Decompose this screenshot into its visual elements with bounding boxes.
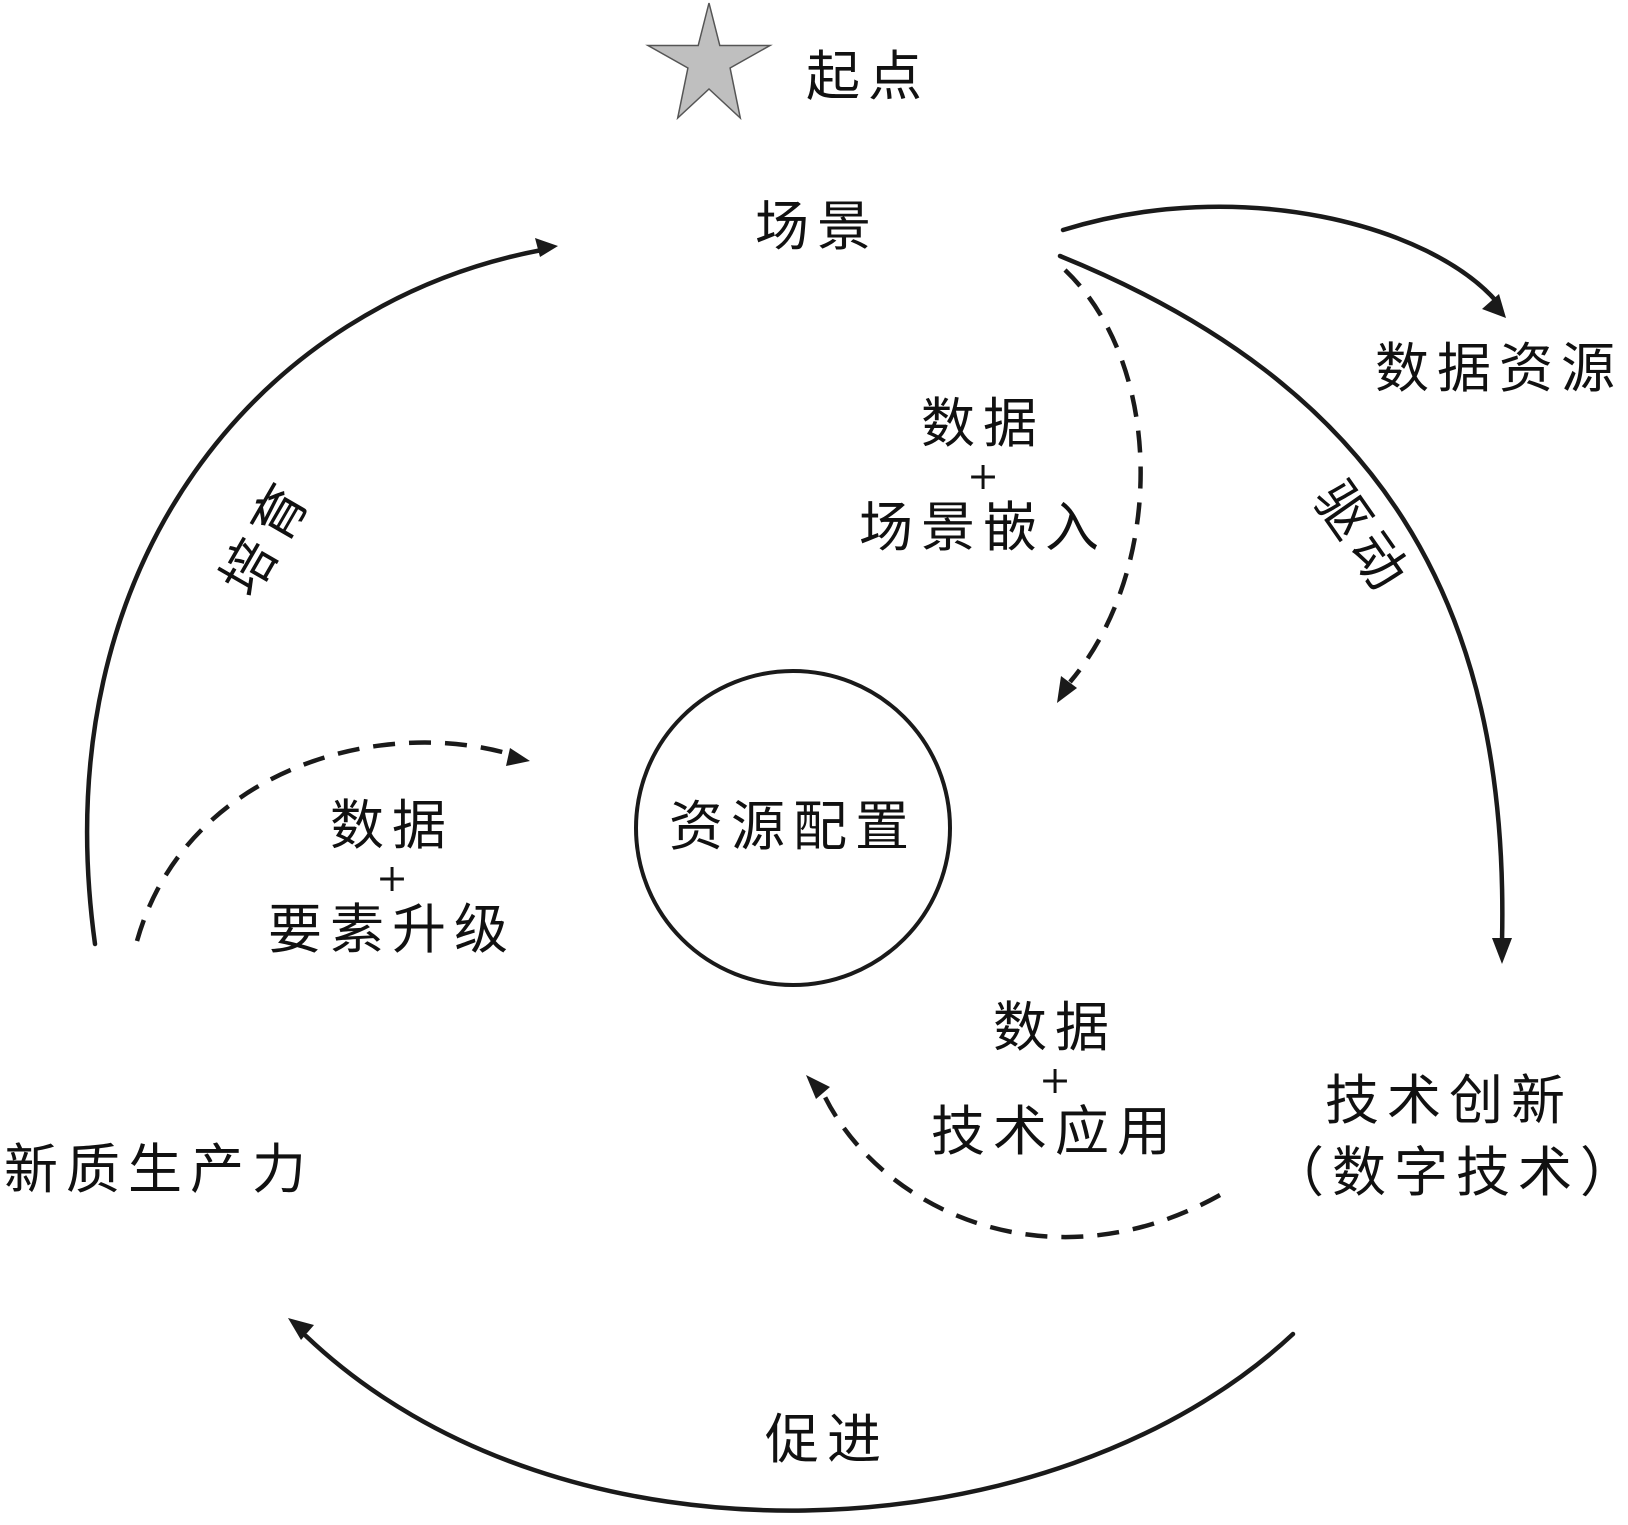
node-tech-innovation-line2: （数字技术） [1270, 1141, 1628, 1204]
node-resource-allocation: 资源配置 [669, 795, 917, 858]
inner-label-factor-upgrade: 数据 + 要素升级 [262, 795, 522, 961]
arrow-cultivate-head [535, 238, 558, 257]
arrow-promote-head [288, 1318, 314, 1340]
node-new-productivity: 新质生产力 [4, 1138, 314, 1201]
node-tech-innovation: 技术创新 （数字技术） [1270, 1070, 1628, 1204]
inner-label-scene-embed-plus: + [967, 454, 999, 498]
arrow-drive [1057, 253, 1505, 945]
inner-label-scene-embed: 数据 + 场景嵌入 [853, 393, 1113, 559]
dashed-arrow-scene-embed [1063, 268, 1143, 684]
dashed-arrow-tech-apply-head [806, 1075, 830, 1099]
resource-allocation-circle [634, 669, 952, 987]
inner-label-scene-embed-text: 场景嵌入 [859, 496, 1107, 559]
node-tech-innovation-line1: 技术创新 [1325, 1069, 1573, 1132]
arrow-promote [303, 1331, 1296, 1513]
arrow-cultivate [84, 247, 545, 947]
dashed-arrow-factor-upgrade-head [506, 748, 530, 766]
start-star-icon [645, 2, 773, 121]
inner-label-tech-apply-data: 数据 [993, 996, 1117, 1059]
inner-label-tech-apply-plus: + [1039, 1058, 1071, 1102]
dashed-arrow-tech-apply [821, 1094, 1222, 1240]
arrow-scene-to-data-resources-head [1482, 294, 1506, 318]
inner-label-scene-embed-data: 数据 [921, 392, 1045, 455]
inner-label-factor-upgrade-data: 数据 [330, 794, 454, 857]
inner-label-tech-apply-text: 技术应用 [931, 1100, 1179, 1163]
start-label: 起点 [806, 45, 930, 108]
edge-label-promote: 促进 [765, 1408, 889, 1471]
dashed-arrow-scene-embed-head [1057, 676, 1077, 703]
inner-label-factor-upgrade-text: 要素升级 [268, 898, 516, 961]
arrow-drive-head [1492, 938, 1512, 964]
inner-label-factor-upgrade-plus: + [376, 856, 408, 900]
arrow-scene-to-data-resources [1060, 204, 1500, 305]
inner-label-tech-apply: 数据 + 技术应用 [925, 997, 1185, 1163]
dashed-arrow-factor-upgrade [134, 740, 514, 942]
node-data-resources: 数据资源 [1375, 337, 1623, 400]
node-scene: 场景 [755, 195, 879, 258]
